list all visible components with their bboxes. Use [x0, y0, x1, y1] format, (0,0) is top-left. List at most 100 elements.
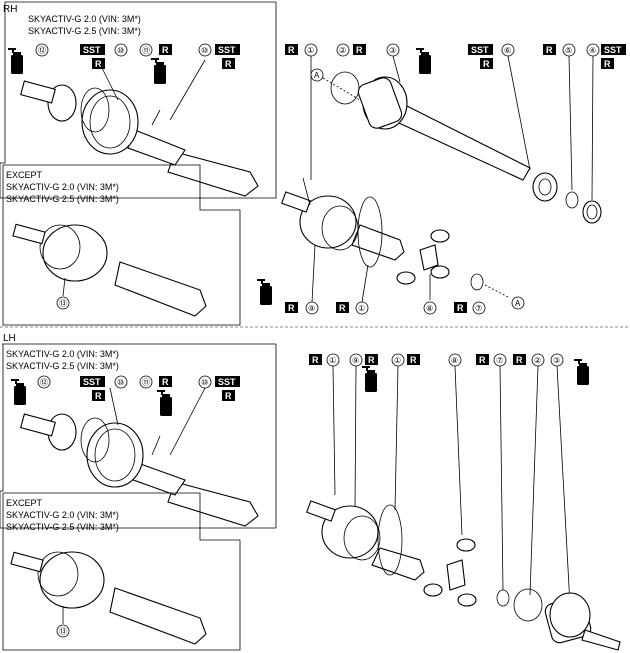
section-label-rh: RH — [3, 4, 17, 15]
rh-callout-5: R ⑤ — [543, 43, 576, 57]
lh-callout-2: R ② — [513, 353, 545, 596]
lh-callout-1b: ① R — [391, 353, 420, 511]
lh-except-line1: SKYACTIV-G 2.0 (VIN: 3M*) — [6, 510, 119, 520]
rh-callout-2: ② R — [336, 43, 366, 57]
rh-tripod — [396, 229, 450, 300]
svg-text:R: R — [368, 355, 375, 365]
rh-callout-4: ④ SST R — [586, 43, 626, 69]
svg-text:R: R — [479, 355, 486, 365]
svg-text:⑪: ⑪ — [142, 46, 150, 55]
rh-outer-housing-shaft — [357, 55, 558, 202]
rh-except-shaft: ⑬ — [12, 223, 207, 317]
lh-box-line2: SKYACTIV-G 2.5 (VIN: 3M*) — [6, 361, 119, 371]
rh-main-boot — [281, 177, 405, 268]
rh-callout-1: R ① — [285, 43, 318, 180]
svg-text:⑩: ⑩ — [117, 46, 124, 55]
svg-text:⑫: ⑫ — [40, 378, 48, 387]
rh-ref-a-bottom: A — [484, 284, 525, 310]
svg-text:③: ③ — [389, 46, 396, 55]
lh-except-line2: SKYACTIV-G 2.5 (VIN: 3M*) — [6, 522, 119, 532]
svg-text:A: A — [314, 71, 320, 80]
svg-text:⑩: ⑩ — [201, 46, 208, 55]
rh-box-line2: SKYACTIV-G 2.5 (VIN: 3M*) — [28, 26, 141, 36]
svg-text:SST: SST — [471, 45, 489, 55]
rh-except-line1: SKYACTIV-G 2.0 (VIN: 3M*) — [6, 182, 119, 192]
svg-text:②: ② — [339, 46, 346, 55]
rh-box-line1: SKYACTIV-G 2.0 (VIN: 3M*) — [28, 14, 141, 24]
svg-text:⑦: ⑦ — [496, 356, 503, 365]
svg-text:②: ② — [534, 356, 541, 365]
svg-text:R: R — [546, 45, 553, 55]
lh-top-sst-10b: ⑩ SST R — [198, 375, 240, 401]
svg-text:R: R — [516, 355, 523, 365]
svg-text:⑩: ⑩ — [117, 378, 124, 387]
svg-text:⑧: ⑧ — [451, 356, 458, 365]
rh-skyactiv-box — [0, 1, 277, 199]
svg-text:④: ④ — [589, 46, 596, 55]
svg-text:R: R — [312, 355, 319, 365]
rh-callout-7: R ⑦ — [454, 301, 486, 315]
svg-text:SST: SST — [218, 45, 236, 55]
rh-except-line2: SKYACTIV-G 2.5 (VIN: 3M*) — [6, 194, 119, 204]
svg-text:⑩: ⑩ — [201, 378, 208, 387]
svg-text:R: R — [225, 59, 232, 69]
svg-text:⑬: ⑬ — [59, 627, 67, 636]
rh-seal-4 — [582, 200, 602, 224]
rh-except-title: EXCEPT — [6, 170, 43, 180]
svg-text:③: ③ — [553, 356, 560, 365]
rh-top-sst-10b: ⑩ SST R — [198, 43, 240, 69]
rh-callout-8: ⑧ — [423, 301, 437, 315]
svg-text:SST: SST — [604, 45, 622, 55]
grease-icon — [151, 58, 166, 84]
svg-text:R: R — [483, 59, 490, 69]
svg-text:⑤: ⑤ — [565, 46, 572, 55]
rh-snap-ring-5 — [565, 191, 579, 209]
rh-top-sst-10: SST ⑩ R — [80, 43, 128, 69]
svg-text:R: R — [95, 59, 102, 69]
section-label-lh: LH — [3, 333, 16, 344]
lh-callout-7: R ⑦ — [476, 353, 507, 591]
svg-text:R: R — [457, 303, 464, 313]
lh-top-r-11: ⑪ R — [139, 375, 172, 416]
svg-text:①: ① — [329, 356, 336, 365]
svg-text:R: R — [162, 45, 169, 55]
rh-callout-9: R ⑨ — [257, 244, 319, 315]
svg-text:⑫: ⑫ — [38, 46, 46, 55]
svg-text:①: ① — [358, 304, 365, 313]
svg-text:R: R — [288, 45, 295, 55]
lh-tripod — [423, 538, 477, 607]
rh-clip-ring — [330, 71, 360, 105]
rh-snap-ring-7 — [470, 273, 484, 291]
lh-callout-8: ⑧ — [448, 353, 463, 536]
rh-callout-6: SST ⑥ R — [468, 43, 515, 69]
svg-text:⑪: ⑪ — [142, 378, 150, 387]
lh-box-line1: SKYACTIV-G 2.0 (VIN: 3M*) — [6, 349, 119, 359]
rh-ref-a-top: A — [310, 68, 361, 101]
svg-text:①: ① — [394, 356, 401, 365]
svg-text:A: A — [515, 299, 521, 308]
svg-text:⑨: ⑨ — [308, 304, 315, 313]
lh-except-title: EXCEPT — [6, 498, 43, 508]
svg-text:R: R — [225, 391, 232, 401]
lh-skyactiv-box — [0, 343, 277, 529]
rh-top-grease-12: ⑫ — [8, 43, 49, 74]
rh-top-shaft — [20, 59, 259, 197]
lh-snap-ring-7 — [496, 589, 510, 607]
svg-text:R: R — [410, 355, 417, 365]
svg-text:⑧: ⑧ — [426, 304, 433, 313]
rh-callout-1b: R ① — [336, 264, 369, 315]
svg-text:①: ① — [307, 46, 314, 55]
svg-text:R: R — [162, 377, 169, 387]
lh-top-shaft — [20, 387, 259, 527]
lh-callout-9: ⑨ R — [349, 353, 378, 511]
lh-except-box — [2, 492, 241, 651]
svg-text:R: R — [356, 45, 363, 55]
lh-main-boot — [306, 500, 425, 581]
svg-text:⑥: ⑥ — [504, 46, 511, 55]
lh-callout-1: R ① — [309, 353, 340, 496]
rh-top-r-11: ⑪ R — [139, 43, 172, 57]
lh-clip-ring — [513, 588, 543, 622]
svg-text:R: R — [288, 303, 295, 313]
svg-text:R: R — [604, 59, 611, 69]
